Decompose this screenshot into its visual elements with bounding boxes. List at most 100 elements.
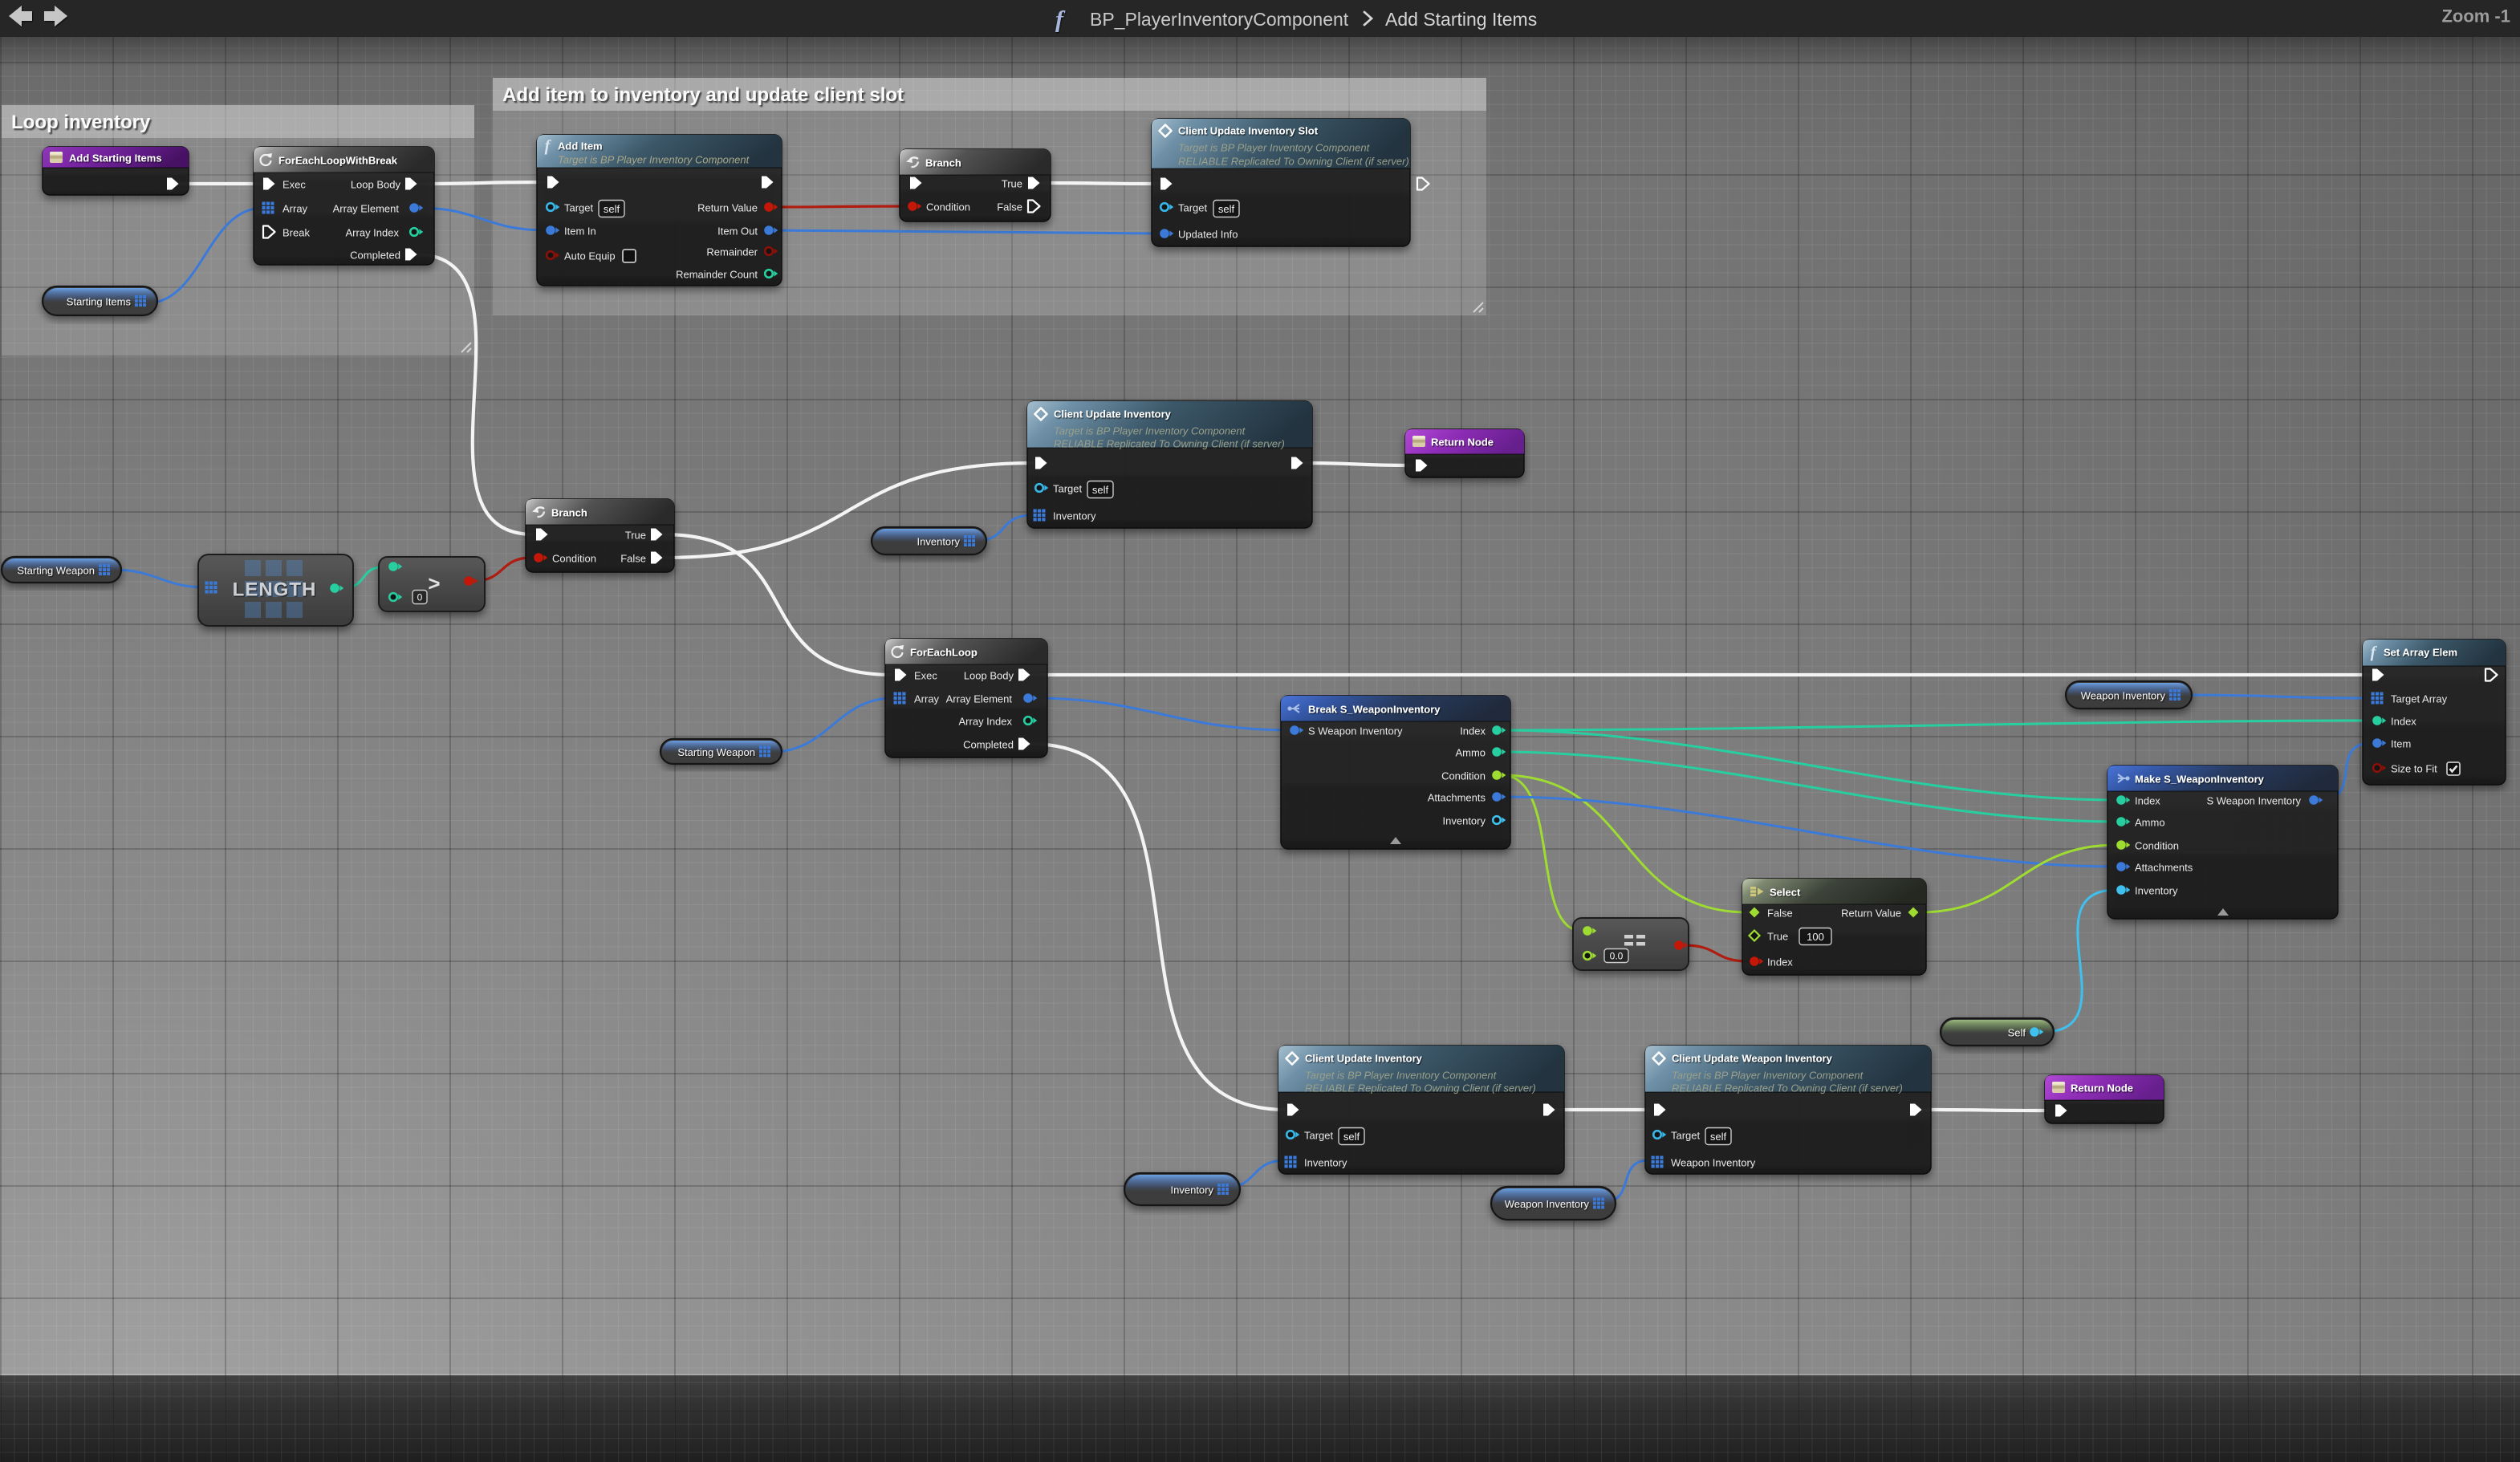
svg-text:Auto Equip: Auto Equip bbox=[564, 250, 616, 262]
svg-text:Inventory: Inventory bbox=[1053, 510, 1096, 522]
svg-text:Target: Target bbox=[564, 202, 594, 214]
svg-text:False: False bbox=[997, 201, 1022, 213]
svg-text:Set Array Elem: Set Array Elem bbox=[2384, 647, 2457, 659]
svg-text:self: self bbox=[1218, 203, 1235, 215]
svg-text:Add Starting Items: Add Starting Items bbox=[1385, 9, 1537, 30]
svg-text:Loop inventory: Loop inventory bbox=[11, 112, 151, 133]
svg-text:Remainder: Remainder bbox=[706, 246, 758, 258]
svg-text:Condition: Condition bbox=[2135, 840, 2179, 852]
svg-text:Ammo: Ammo bbox=[1455, 747, 1486, 759]
svg-text:Add Starting Items: Add Starting Items bbox=[69, 152, 162, 164]
svg-text:Client Update Inventory: Client Update Inventory bbox=[1305, 1053, 1423, 1065]
svg-text:Inventory: Inventory bbox=[2135, 885, 2178, 897]
svg-text:Index: Index bbox=[2391, 716, 2416, 728]
svg-text:0.0: 0.0 bbox=[1610, 951, 1624, 962]
svg-text:True: True bbox=[1767, 931, 1788, 943]
svg-text:f: f bbox=[2371, 644, 2378, 661]
svg-text:self: self bbox=[1710, 1131, 1727, 1143]
svg-text:Array Element: Array Element bbox=[333, 203, 400, 215]
svg-text:Target Array: Target Array bbox=[2391, 693, 2448, 705]
svg-text:ForEachLoop: ForEachLoop bbox=[910, 647, 978, 659]
svg-text:Self: Self bbox=[2008, 1027, 2026, 1039]
svg-text:Target: Target bbox=[1178, 202, 1208, 214]
svg-text:Array: Array bbox=[914, 693, 940, 705]
svg-text:Item: Item bbox=[2391, 738, 2411, 750]
svg-text:Condition: Condition bbox=[1441, 770, 1486, 782]
svg-text:Starting Weapon: Starting Weapon bbox=[677, 746, 755, 758]
svg-text:Target is BP Player Inventory: Target is BP Player Inventory Component bbox=[1054, 425, 1246, 437]
svg-text:S Weapon Inventory: S Weapon Inventory bbox=[2206, 795, 2301, 807]
svg-text:>: > bbox=[428, 571, 440, 595]
svg-text:RELIABLE Replicated To Owning: RELIABLE Replicated To Owning Client (if… bbox=[1054, 438, 1285, 450]
svg-text:Array Element: Array Element bbox=[946, 693, 1013, 705]
svg-text:Return Node: Return Node bbox=[1431, 437, 1494, 449]
svg-text:Client Update Inventory Slot: Client Update Inventory Slot bbox=[1178, 125, 1319, 137]
svg-text:Target: Target bbox=[1304, 1130, 1334, 1142]
svg-text:Zoom -1: Zoom -1 bbox=[2441, 6, 2510, 26]
svg-text:Item Out: Item Out bbox=[717, 225, 758, 238]
svg-text:Client Update Weapon Inventory: Client Update Weapon Inventory bbox=[1672, 1053, 1833, 1065]
svg-text:Target: Target bbox=[1053, 483, 1083, 495]
svg-text:Inventory: Inventory bbox=[1443, 815, 1486, 827]
svg-text:False: False bbox=[1767, 908, 1793, 920]
svg-text:ForEachLoopWithBreak: ForEachLoopWithBreak bbox=[278, 155, 398, 167]
svg-text:Return Value: Return Value bbox=[1841, 908, 1901, 920]
svg-text:Break S_WeaponInventory: Break S_WeaponInventory bbox=[1308, 704, 1441, 716]
svg-text:Add Item: Add Item bbox=[558, 140, 603, 152]
svg-text:Attachments: Attachments bbox=[1428, 792, 1486, 804]
svg-text:f: f bbox=[545, 137, 552, 155]
svg-text:Weapon Inventory: Weapon Inventory bbox=[1505, 1198, 1590, 1210]
svg-text:Starting Items: Starting Items bbox=[67, 296, 132, 308]
svg-text:Index: Index bbox=[1767, 956, 1793, 969]
svg-text:self: self bbox=[604, 203, 620, 215]
svg-text:Array Index: Array Index bbox=[346, 227, 400, 239]
svg-text:Index: Index bbox=[2135, 795, 2160, 807]
svg-text:Branch: Branch bbox=[551, 507, 587, 519]
svg-text:Branch: Branch bbox=[925, 157, 961, 169]
svg-text:True: True bbox=[1002, 178, 1022, 190]
svg-text:Inventory: Inventory bbox=[917, 536, 961, 548]
svg-text:self: self bbox=[1343, 1131, 1360, 1143]
svg-text:Size to Fit: Size to Fit bbox=[2391, 763, 2437, 775]
svg-text:Starting Weapon: Starting Weapon bbox=[17, 565, 95, 577]
svg-text:RELIABLE Replicated To Owning: RELIABLE Replicated To Owning Client (if… bbox=[1178, 156, 1409, 168]
svg-text:Target is BP Player Inventory: Target is BP Player Inventory Component bbox=[1305, 1070, 1498, 1082]
svg-text:100: 100 bbox=[1807, 931, 1824, 943]
svg-text:Exec: Exec bbox=[282, 179, 306, 191]
svg-text:S Weapon Inventory: S Weapon Inventory bbox=[1308, 725, 1403, 737]
svg-text:Return Node: Return Node bbox=[2071, 1082, 2133, 1094]
svg-text:RELIABLE Replicated To Owning: RELIABLE Replicated To Owning Client (if… bbox=[1305, 1082, 1536, 1094]
svg-text:Remainder Count: Remainder Count bbox=[676, 269, 758, 281]
svg-text:Array Index: Array Index bbox=[959, 716, 1013, 728]
svg-text:Index: Index bbox=[1460, 725, 1486, 737]
svg-text:Condition: Condition bbox=[552, 553, 596, 565]
svg-text:Condition: Condition bbox=[926, 201, 970, 213]
svg-text:Updated Info: Updated Info bbox=[1178, 229, 1238, 241]
svg-text:Completed: Completed bbox=[350, 250, 400, 262]
svg-text:Target is BP Player Inventory: Target is BP Player Inventory Component bbox=[1178, 142, 1371, 154]
svg-text:Target is BP Player Inventory: Target is BP Player Inventory Component bbox=[1672, 1070, 1864, 1082]
svg-text:Target is BP Player Inventory: Target is BP Player Inventory Component bbox=[558, 154, 750, 166]
svg-text:Weapon Inventory: Weapon Inventory bbox=[1671, 1157, 1756, 1169]
svg-text:0: 0 bbox=[417, 592, 423, 603]
svg-text:f: f bbox=[1055, 6, 1066, 33]
svg-text:Inventory: Inventory bbox=[1304, 1157, 1347, 1169]
svg-text:Make S_WeaponInventory: Make S_WeaponInventory bbox=[2135, 774, 2265, 786]
svg-text:Target: Target bbox=[1671, 1130, 1701, 1142]
svg-text:Inventory: Inventory bbox=[1171, 1184, 1214, 1196]
svg-text:Client Update Inventory: Client Update Inventory bbox=[1054, 408, 1172, 420]
svg-text:Add item to inventory and upda: Add item to inventory and update client … bbox=[502, 84, 904, 106]
svg-text:Return Value: Return Value bbox=[697, 202, 758, 214]
svg-text:Break: Break bbox=[282, 227, 310, 239]
svg-text:self: self bbox=[1092, 484, 1109, 496]
svg-text:Array: Array bbox=[282, 203, 308, 215]
svg-text:Loop Body: Loop Body bbox=[351, 179, 401, 191]
svg-text:False: False bbox=[620, 553, 646, 565]
svg-text:Select: Select bbox=[1770, 887, 1801, 899]
svg-text:Completed: Completed bbox=[963, 739, 1014, 751]
svg-text:Ammo: Ammo bbox=[2135, 817, 2165, 829]
svg-text:Item In: Item In bbox=[564, 225, 596, 238]
svg-text:Weapon Inventory: Weapon Inventory bbox=[2081, 690, 2166, 702]
svg-text:RELIABLE Replicated To Owning: RELIABLE Replicated To Owning Client (if… bbox=[1672, 1082, 1903, 1094]
svg-text:Loop Body: Loop Body bbox=[964, 670, 1014, 682]
